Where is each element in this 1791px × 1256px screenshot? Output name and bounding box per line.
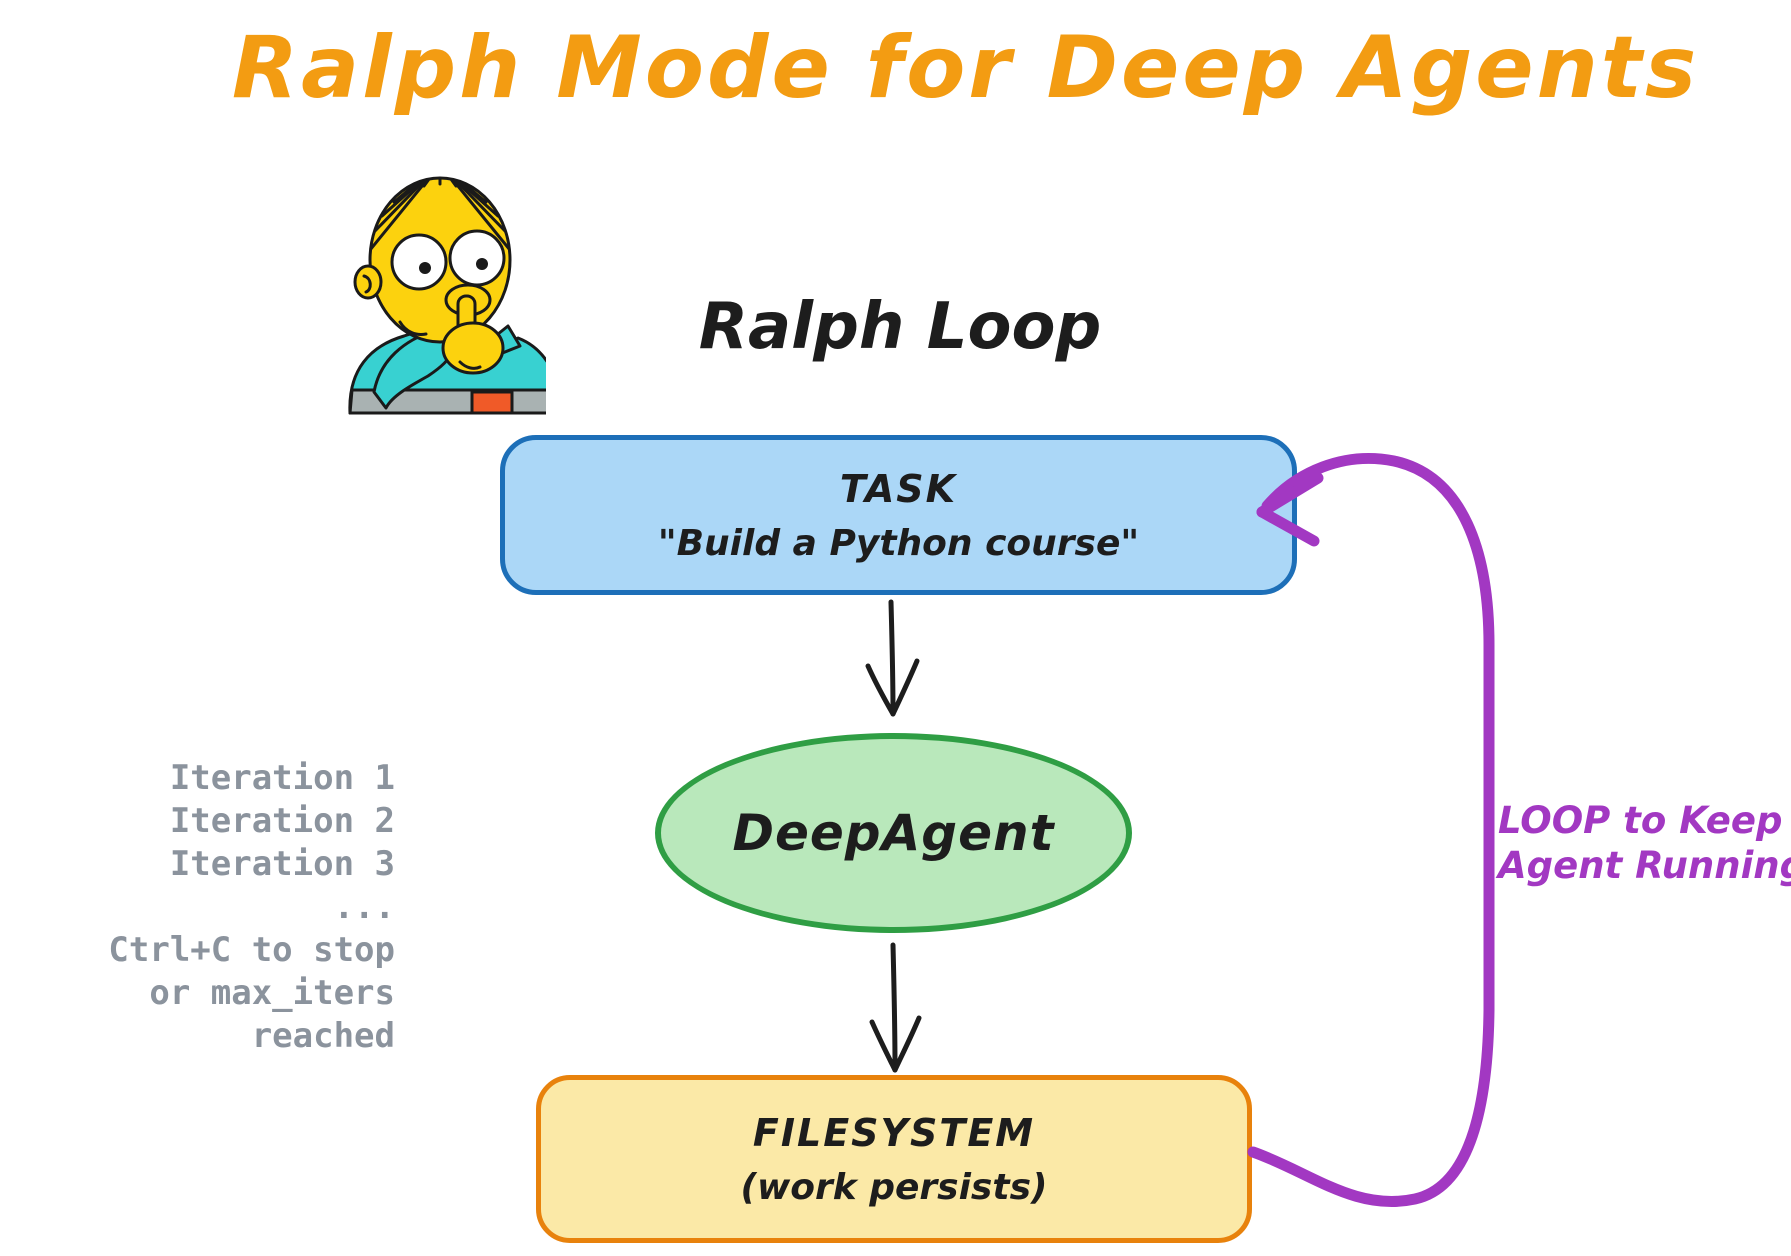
ralph-ear xyxy=(353,264,383,300)
loop-arrow-label: LOOP to Keep Agent Running xyxy=(1498,799,1791,887)
loop-arrow xyxy=(1247,453,1495,1208)
task-subtitle: "Build a Python course" xyxy=(657,522,1140,564)
ralph-mascot-illustration xyxy=(348,176,546,415)
agent-label: DeepAgent xyxy=(732,804,1055,862)
console-note-line: or max_iters reached xyxy=(149,973,395,1056)
agent-node: DeepAgent xyxy=(655,733,1132,933)
filesystem-node: FILESYSTEM (work persists) xyxy=(536,1075,1252,1243)
diagram-heading: Ralph Loop xyxy=(698,290,1102,364)
filesystem-subtitle: (work persists) xyxy=(740,1166,1048,1208)
console-note-line: Iteration 2 xyxy=(169,801,395,841)
page-title: Ralph Mode for Deep Agents xyxy=(231,18,1700,118)
console-note-line: Ctrl+C to stop xyxy=(108,930,395,970)
ralph-eye-left xyxy=(390,233,448,291)
console-note-line: Iteration 1 xyxy=(169,758,395,798)
task-node: TASK "Build a Python course" xyxy=(500,435,1297,595)
ralph-patch xyxy=(470,390,514,415)
flow-arrow-agent-to-filesystem xyxy=(869,942,922,1073)
console-note-line: ... xyxy=(333,887,395,927)
flow-arrow-task-to-agent xyxy=(865,599,920,717)
ralph-fist xyxy=(441,321,505,375)
console-note-line: Iteration 3 xyxy=(169,844,395,884)
task-title: TASK xyxy=(839,466,958,511)
console-notes: Iteration 1 Iteration 2 Iteration 3 ... … xyxy=(18,757,395,1058)
filesystem-title: FILESYSTEM xyxy=(752,1110,1036,1155)
